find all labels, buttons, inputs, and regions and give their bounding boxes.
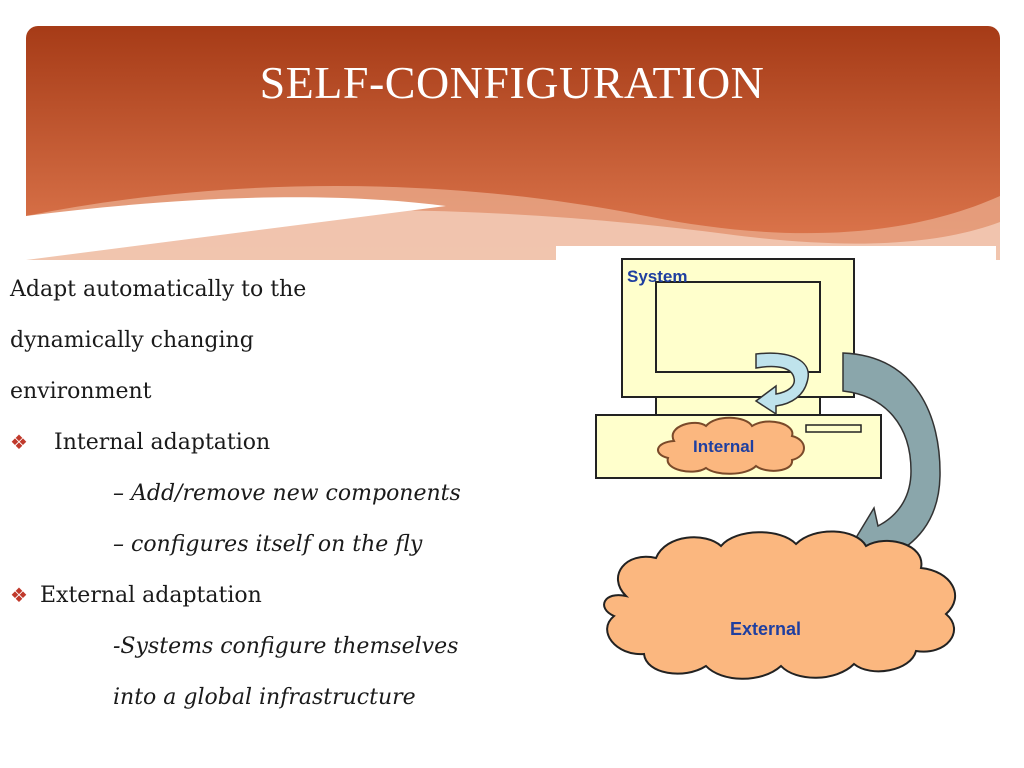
internal-sub-item: – Add/remove new components [113, 481, 461, 506]
intro-line: Adapt automatically to the [10, 277, 307, 302]
external-label: External [730, 619, 801, 639]
intro-line: environment [10, 379, 152, 404]
internal-cloud: Internal [657, 416, 805, 475]
external-sub-item: into a global infrastructure [113, 685, 416, 710]
internal-label: Internal [693, 437, 754, 456]
external-adaptation-heading: External adaptation [40, 583, 262, 608]
intro-line: dynamically changing [10, 328, 254, 353]
slide-body-text: Adapt automatically to the dynamically c… [10, 264, 570, 723]
diamond-bullet-icon: ❖ [10, 583, 28, 607]
slide-title: SELF-CONFIGURATION [259, 57, 765, 108]
diamond-bullet-icon: ❖ [10, 430, 28, 454]
internal-sub-item: – configures itself on the fly [113, 532, 423, 557]
external-sub-item: -Systems configure themselves [113, 634, 459, 659]
internal-adaptation-item: ❖ Internal adaptation [10, 417, 570, 468]
internal-adaptation-heading: Internal adaptation [54, 430, 271, 455]
self-configuration-diagram: System Internal External [556, 246, 996, 706]
external-cloud: External [603, 530, 957, 680]
external-adaptation-item: ❖ External adaptation [10, 570, 570, 621]
system-label: System [627, 267, 687, 286]
system-monitor: System [621, 258, 855, 416]
internal-loop-arrow [754, 352, 809, 416]
